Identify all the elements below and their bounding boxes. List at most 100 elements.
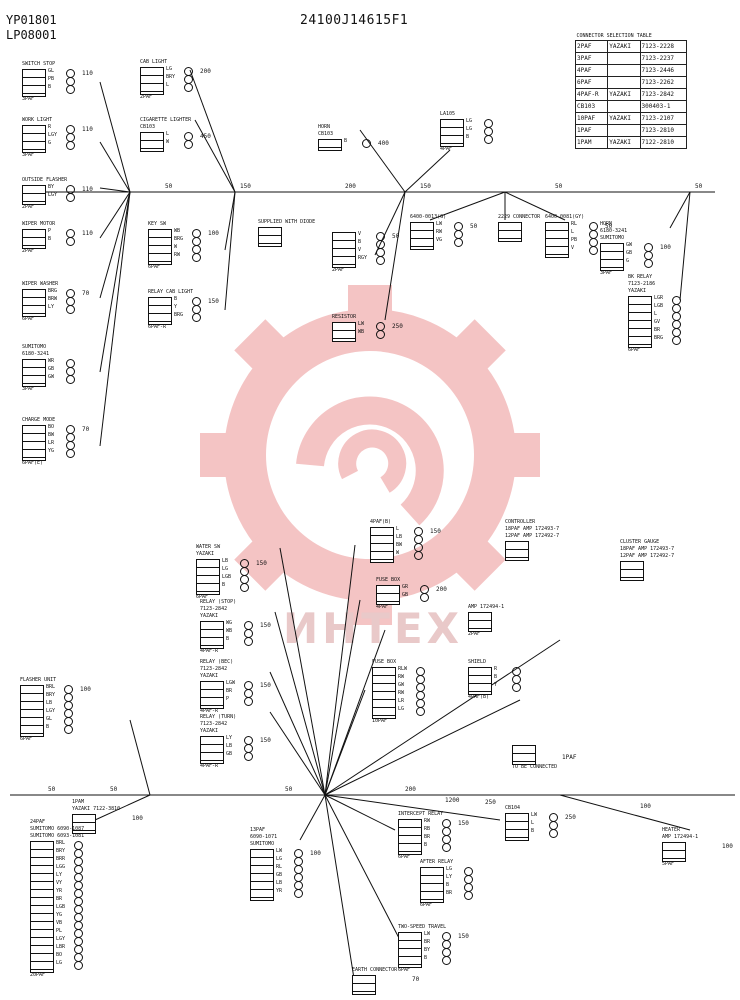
wire-length: 150	[458, 820, 469, 827]
connector-part-number: 7123-2842	[200, 721, 228, 727]
wire-color-label: VY	[56, 880, 63, 886]
connector-caption: TO BE CONNECTED	[512, 764, 558, 770]
connector-pin-block	[140, 67, 164, 95]
connector-part-number: 7123-2842	[200, 666, 228, 672]
pin-circle-icon	[66, 449, 75, 458]
connector-label: BK RELAY	[628, 274, 653, 280]
table-cell: 7122-2810	[639, 136, 688, 149]
wire-color-label: LGY	[48, 132, 58, 138]
wire-color-label: G	[48, 140, 52, 146]
connector-label: TWO-SPEED TRAVEL	[398, 924, 447, 930]
connector-pin-block	[498, 222, 522, 242]
wire-color-label: LGW	[226, 680, 236, 686]
wire-color-label: LGB	[56, 904, 66, 910]
wire-color-label: GB	[626, 250, 633, 256]
wire-color-label: R	[48, 124, 52, 130]
connector-pin-block	[628, 296, 652, 348]
connector-pin-block	[372, 667, 396, 719]
wire-color-label: L	[571, 229, 575, 235]
pin-circle-icon	[244, 637, 253, 646]
connector-label: CIGARETTE LIGHTER	[140, 117, 192, 123]
wire-color-label: RL	[571, 221, 578, 227]
pin-circle-icon	[549, 829, 558, 838]
connector-type: 3PAF	[22, 96, 35, 102]
connector-pin-block	[505, 541, 529, 561]
connector-label: CONTROLLER	[505, 519, 536, 525]
wire-color-label: LGY	[48, 192, 58, 198]
connector-label: LA105	[440, 111, 456, 117]
wire-color-label: B	[344, 138, 348, 144]
wire-color-label: LG	[166, 66, 173, 72]
wire-color-label: BRL	[56, 840, 66, 846]
connector-pin-block	[370, 527, 394, 563]
wire-color-label: B	[46, 724, 50, 730]
connector-pin-block	[505, 813, 529, 841]
connector-label: HORN	[600, 221, 613, 227]
connector-maker: YAZAKI	[200, 613, 219, 619]
connector-type: 6PAF(E)	[22, 460, 44, 466]
connector-maker: YAZAKI	[628, 288, 647, 294]
wire-length: 50	[470, 223, 478, 230]
wire-color-label: B	[446, 882, 450, 888]
pin-circle-icon	[244, 752, 253, 761]
wire-color-label: GB	[48, 366, 55, 372]
wire-color-label: YG	[48, 448, 55, 454]
connector-type: 20PAF	[30, 972, 46, 978]
pin-circle-icon	[66, 237, 75, 246]
wire-color-label: BO	[48, 424, 55, 430]
bus-length: 150	[240, 183, 251, 190]
page-title: 24100J14615F1	[300, 13, 409, 28]
wire-length: 150	[208, 298, 219, 305]
wire-color-label: PB	[571, 237, 578, 243]
wire-color-label: BRL	[46, 684, 56, 690]
connector-pin-block	[545, 222, 569, 258]
pin-circle-icon	[74, 961, 83, 970]
wire-length: 110	[82, 70, 93, 77]
wire-color-label: B	[358, 239, 362, 245]
connector-pin-block	[140, 132, 164, 152]
wire-color-label: YG	[56, 912, 63, 918]
wire-color-label: BRR	[56, 856, 66, 862]
wire-length: 250	[565, 814, 576, 821]
connector-type: 3PAF	[600, 270, 613, 276]
connector-type: 2PAF	[22, 204, 35, 210]
connector-type: 4PAF-R	[200, 763, 219, 769]
connector-label: FUSE BOX	[372, 659, 397, 665]
wire-color-label: LB	[396, 534, 403, 540]
wire-length: 50	[605, 223, 613, 230]
pin-circle-icon	[420, 593, 429, 602]
wire-color-label: GB	[226, 751, 233, 757]
pin-circle-icon	[244, 697, 253, 706]
connector-label: OUTSIDE FLASHER	[22, 177, 68, 183]
wire-color-label: GW	[398, 682, 405, 688]
wire-color-label: LB	[276, 880, 283, 886]
wire-color-label: LG	[222, 566, 229, 572]
wire-length: 150	[260, 737, 271, 744]
wire-color-label: L	[531, 820, 535, 826]
wire-length: 150	[458, 933, 469, 940]
connector-label: CLUSTER GAUGE	[620, 539, 660, 545]
wire-color-label: R	[494, 666, 498, 672]
bus-length: 50	[110, 786, 118, 793]
connector-pin-block	[200, 621, 224, 649]
wire-color-label: GR	[402, 584, 409, 590]
wire-color-label: LG	[466, 126, 473, 132]
connector-label: RELAY (STOP)	[200, 599, 237, 605]
connector-label: HEATER	[662, 827, 681, 833]
connector-maker: YAZAKI	[200, 673, 219, 679]
wire-color-label: LBR	[56, 944, 66, 950]
wire-color-label: WR	[48, 358, 55, 364]
connector-pin-block	[22, 69, 46, 97]
pin-circle-icon	[464, 891, 473, 900]
bus-length: 50	[555, 183, 563, 190]
wire-color-label: LY	[48, 304, 55, 310]
connector-label: AFTER RELAY	[420, 859, 454, 865]
connector-pin-block	[250, 849, 274, 901]
wire-color-label: GL	[46, 716, 53, 722]
connector-type: 4PAF(B)	[468, 694, 490, 700]
connector-type: 4PAF-R	[200, 648, 219, 654]
wire-length: 250	[392, 323, 403, 330]
